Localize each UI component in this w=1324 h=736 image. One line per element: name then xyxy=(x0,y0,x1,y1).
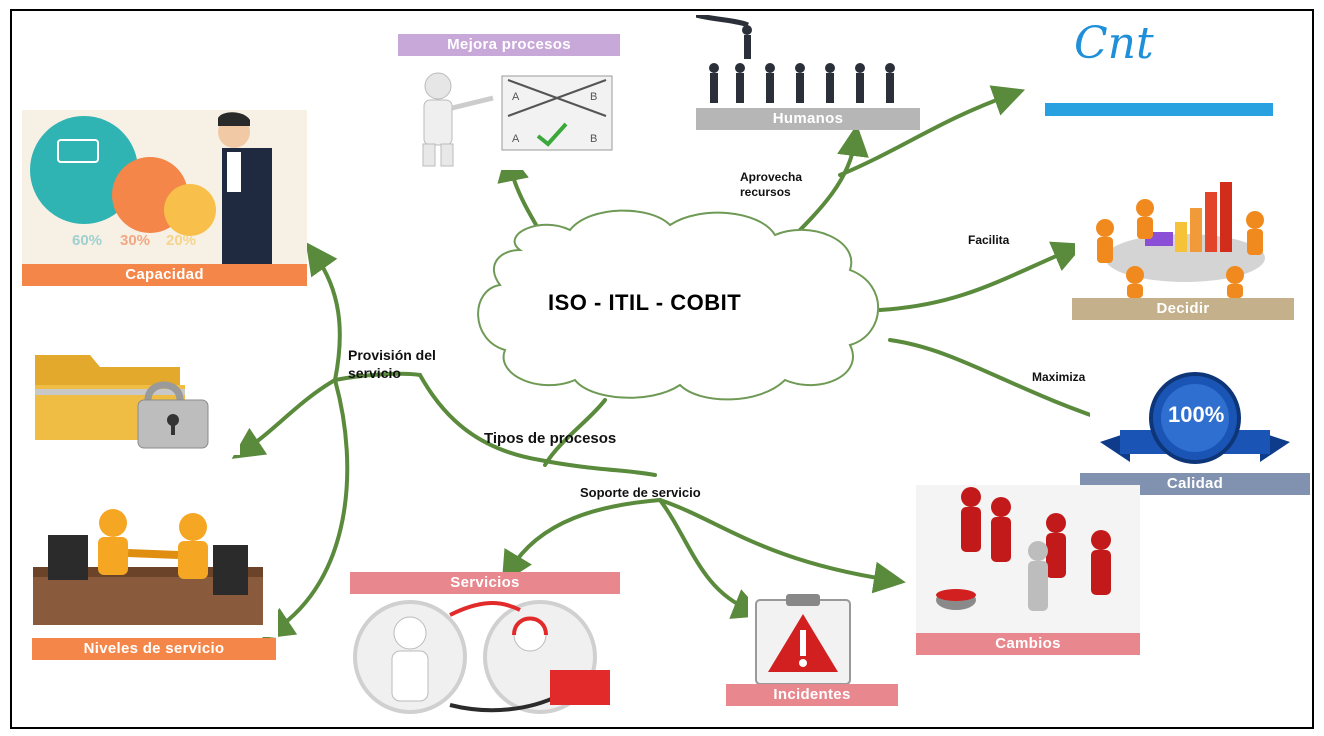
servicios-label: Servicios xyxy=(350,572,620,594)
arrow-to-niveles xyxy=(261,378,350,639)
pct-60: 60% xyxy=(72,232,103,249)
arrow-to-folder xyxy=(231,378,337,459)
capacidad-label: Capacidad xyxy=(22,264,307,286)
warning-clipboard-icon xyxy=(755,594,851,684)
arrow-to-calidad xyxy=(888,338,1136,436)
capacidad-image: 60% 30% 20% xyxy=(22,110,307,265)
humanos-image xyxy=(696,15,920,110)
arrow-provision-link xyxy=(333,371,422,382)
arrow-to-servicios xyxy=(501,498,662,584)
svg-text:B: B xyxy=(590,91,597,103)
arrow-to-cambios xyxy=(658,498,906,594)
presenter-figure-icon: A B A B xyxy=(422,72,613,167)
mejora-image: A B A B xyxy=(398,58,620,170)
folder-lock-icon xyxy=(35,355,209,449)
arrow-to-decidir xyxy=(878,241,1085,312)
label-soporte: Soporte de servicio xyxy=(580,485,701,500)
mejora-label: Mejora procesos xyxy=(398,34,620,56)
handshake-icon xyxy=(33,509,263,625)
niveles-label: Niveles de servicio xyxy=(32,638,276,660)
cnt-logo: Cnt xyxy=(1074,18,1154,69)
svg-text:A: A xyxy=(512,91,520,103)
arrow-provision-trunk xyxy=(418,373,657,477)
cambios-label: Cambios xyxy=(916,633,1140,655)
calidad-image: 100% xyxy=(1090,372,1300,472)
label-provision: Provisión del servicio xyxy=(348,347,436,381)
svg-text:B: B xyxy=(590,133,597,145)
label-tipos: Tipos de procesos xyxy=(484,430,617,447)
business-chart-icon xyxy=(30,112,272,265)
servicios-image xyxy=(350,595,620,715)
label-maximiza: Maximiza xyxy=(1032,370,1086,384)
support-agents-icon xyxy=(353,600,610,714)
pct-20: 20% xyxy=(166,232,197,249)
arrow-to-logo xyxy=(838,85,1026,177)
label-aprovecha: Aprovecha recursos xyxy=(740,170,803,199)
logo-underline xyxy=(1045,103,1273,116)
decidir-image xyxy=(1075,180,1295,298)
quality-seal-icon xyxy=(1100,372,1290,464)
incidentes-image xyxy=(748,592,858,684)
meeting-chart-icon xyxy=(1096,182,1265,298)
arrow-to-capacidad xyxy=(305,241,342,382)
label-facilita: Facilita xyxy=(968,233,1010,247)
svg-text:A: A xyxy=(512,133,520,145)
arrow-tipos xyxy=(543,398,607,467)
center-title: ISO - ITIL - COBIT xyxy=(548,290,742,315)
seal-text: 100% xyxy=(1168,402,1225,427)
cambios-image xyxy=(916,485,1140,633)
decidir-label: Decidir xyxy=(1072,298,1294,320)
people-icon xyxy=(696,15,895,103)
niveles-image xyxy=(28,505,278,637)
humanos-label: Humanos xyxy=(696,108,920,130)
central-cloud xyxy=(477,209,880,401)
red-figures-icon xyxy=(936,487,1111,611)
arrow-to-incidentes xyxy=(658,498,765,619)
incidentes-label: Incidentes xyxy=(726,684,898,706)
pct-30: 30% xyxy=(120,232,151,249)
folder-lock-image xyxy=(30,345,240,455)
